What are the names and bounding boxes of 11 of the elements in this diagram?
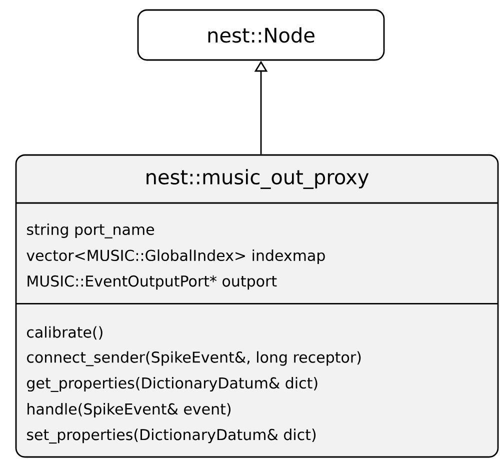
class-name: nest::music_out_proxy bbox=[146, 169, 369, 189]
method-text: set_properties(DictionaryDatum& dict) bbox=[27, 428, 316, 444]
class-box: nest::Node bbox=[137, 9, 385, 61]
attribute-text: string port_name bbox=[27, 223, 154, 238]
method-text: connect_sender(SpikeEvent&, long receptor) bbox=[27, 351, 361, 366]
attribute-text: MUSIC::EventOutputPort* outport bbox=[28, 275, 277, 290]
class-box bbox=[15, 154, 499, 458]
method-text: get_properties(DictionaryDatum& dict) bbox=[27, 377, 318, 392]
attribute-text: vector<MUSIC::GlobalIndex> indexmap bbox=[26, 249, 325, 264]
method-text: calibrate() bbox=[27, 326, 102, 340]
method-text: handle(SpikeEvent& event) bbox=[28, 403, 230, 418]
